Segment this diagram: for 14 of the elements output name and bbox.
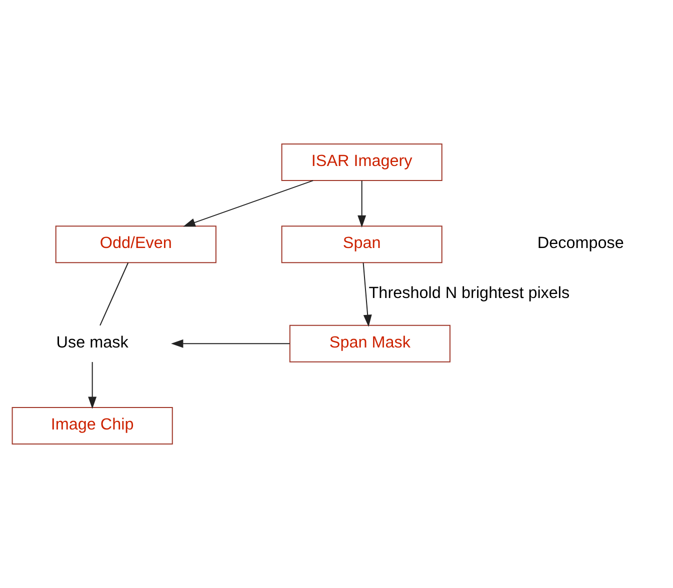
node-box: ISAR Imagery (281, 144, 442, 182)
node-box: Span (281, 226, 442, 264)
connector (100, 262, 129, 326)
arrow (362, 262, 372, 327)
node-box: Odd/Even (55, 226, 216, 264)
arrow (358, 180, 366, 228)
node-box: Span Mask (289, 324, 450, 362)
arrow (171, 339, 290, 348)
arrow (88, 362, 97, 409)
node-box: Image Chip (12, 406, 173, 444)
edge-label: Threshold N brightest pixels (368, 284, 570, 302)
arrow (183, 180, 314, 227)
label: Decompose (537, 234, 624, 252)
node-text: Use mask (56, 333, 128, 352)
